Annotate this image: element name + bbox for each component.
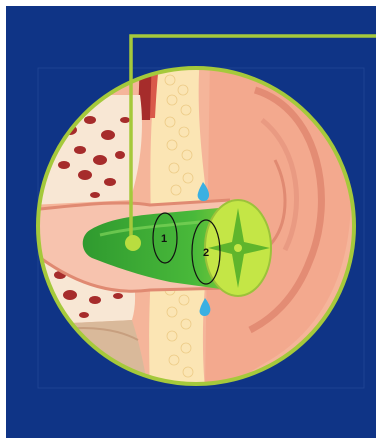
earplug-cap-center bbox=[234, 244, 242, 252]
marker-2-label: 2 bbox=[203, 247, 209, 259]
marker-1-label: 1 bbox=[161, 233, 167, 245]
pointer-dot-icon bbox=[125, 235, 141, 251]
